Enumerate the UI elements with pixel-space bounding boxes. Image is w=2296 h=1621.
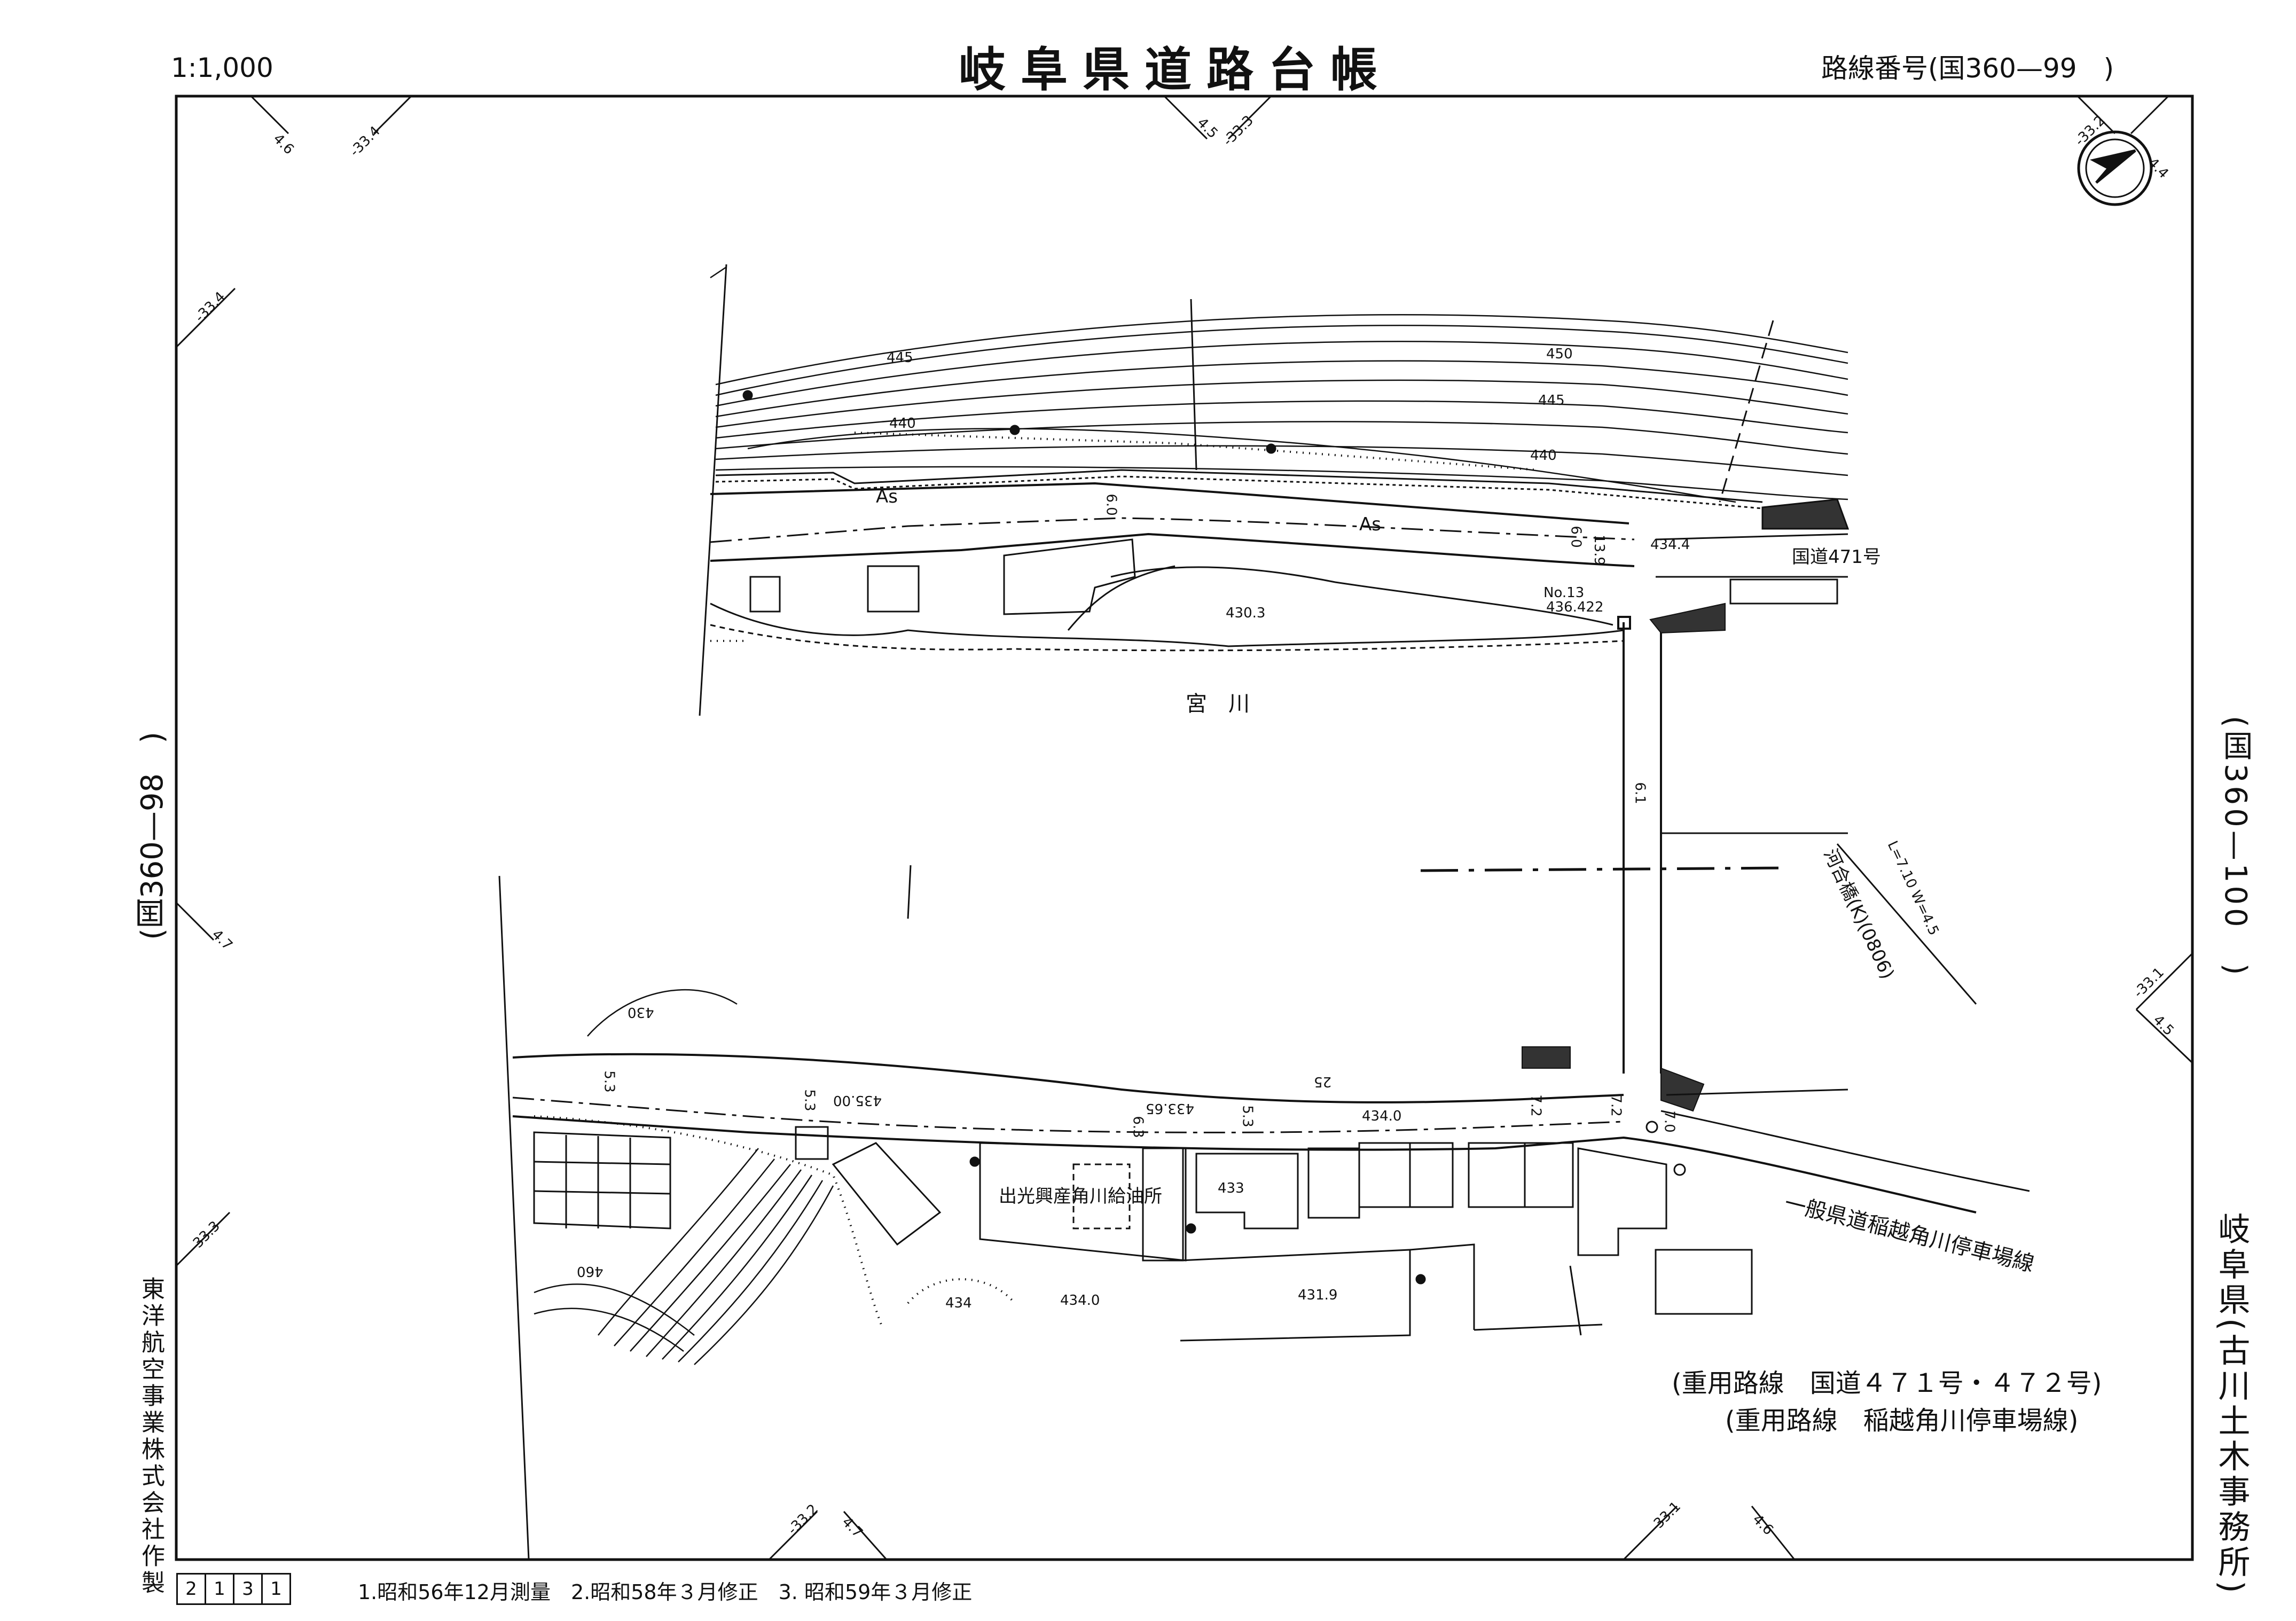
spot-height: 433: [1218, 1180, 1244, 1196]
contour-label: 445: [887, 350, 913, 366]
width-label: 6.1: [1632, 782, 1648, 804]
gas-station-label: 出光興産角川給油所: [999, 1186, 1162, 1207]
adjacent-sheet-left: (国360—98 ): [135, 732, 170, 940]
map-frame: [175, 95, 2194, 1561]
river-label: 宮 川: [1186, 692, 1250, 716]
width-label: 6.0: [1568, 526, 1584, 548]
spot-height: 435.00: [833, 1092, 882, 1108]
contour-label: 450: [1546, 346, 1573, 362]
width-label: 7.0: [1661, 1110, 1678, 1133]
north-arrow-icon: [2077, 130, 2153, 206]
contour-label: 445: [1538, 393, 1565, 409]
sheet-cell: 2: [176, 1573, 206, 1605]
south-buildings: [533, 1126, 1753, 1342]
station-number: No.13: [1543, 585, 1585, 601]
width-label: 5.3: [1239, 1105, 1256, 1127]
width-label: 13.9: [1590, 535, 1607, 566]
contour-lines-north: [710, 266, 1848, 503]
spot-height: 434.0: [1060, 1293, 1100, 1309]
sheet-cell: 1: [205, 1573, 234, 1605]
revision-history: 1.昭和56年12月測量 2.昭和58年３月修正 3. 昭和59年３月修正: [358, 1580, 973, 1604]
station-elevation: 436.422: [1546, 599, 1604, 615]
surface-label-mid: As: [1359, 514, 1381, 535]
spot-height: 431.9: [1298, 1287, 1338, 1303]
contour-label: 440: [889, 416, 916, 432]
width-label: 25: [1314, 1074, 1332, 1090]
maker-label: 東洋航空事業株式会社作製: [137, 1277, 164, 1597]
upper-river-bank: [710, 565, 1624, 652]
contour-lines-south: [534, 989, 834, 1365]
spot-height: 430.3: [1226, 605, 1266, 621]
sheet-cell: 1: [261, 1573, 291, 1605]
contour-label: 440: [1530, 448, 1557, 464]
north-buildings: [749, 538, 1838, 615]
width-label: 6.3: [1130, 1116, 1146, 1138]
scale-label: 1:1,000: [171, 52, 273, 83]
grid-ticks: [175, 95, 2193, 1561]
overlap-route-1: (重用路線 国道４７１号・４７２号): [1672, 1368, 2102, 1398]
dotted-boundaries: [534, 432, 1539, 1325]
width-label: 5.3: [801, 1089, 818, 1111]
width-label: 7.2: [1608, 1094, 1624, 1117]
surface-label-top: As: [876, 486, 898, 507]
river-centre-line: [1420, 866, 1784, 872]
national-road-471: [710, 482, 1848, 578]
north-retaining-wall: [715, 469, 1850, 530]
spot-height: 434.0: [1362, 1108, 1402, 1124]
spot-height: 433.65: [1146, 1100, 1194, 1116]
office-label: 岐阜県(古川土木事務所): [2213, 1212, 2250, 1596]
prefectural-road: [512, 1046, 2030, 1213]
sheet-cell: 3: [233, 1573, 263, 1605]
width-label: 6.0: [1103, 494, 1119, 516]
page-title: 岐阜県道路台帳: [959, 42, 1393, 97]
width-label: 7.2: [1527, 1094, 1544, 1117]
spot-height: 434: [945, 1295, 972, 1311]
contour-label: 460: [577, 1263, 604, 1279]
national-road-label: 国道471号: [1792, 546, 1881, 568]
contour-label: 430: [628, 1004, 654, 1020]
spot-height: 434.4: [1650, 537, 1690, 553]
bench-mark-icon: [742, 390, 1686, 1285]
route-number: 路線番号(国360—99 ): [1821, 53, 2114, 84]
kawai-bridge: [1617, 602, 1977, 1112]
sheet-cut-lines: [498, 264, 1774, 1560]
width-label: 5.3: [601, 1070, 617, 1093]
adjacent-sheet-right: (国360—100 ): [2218, 716, 2253, 978]
overlap-route-2: (重用路線 稲越角川停車場線): [1725, 1406, 2079, 1436]
